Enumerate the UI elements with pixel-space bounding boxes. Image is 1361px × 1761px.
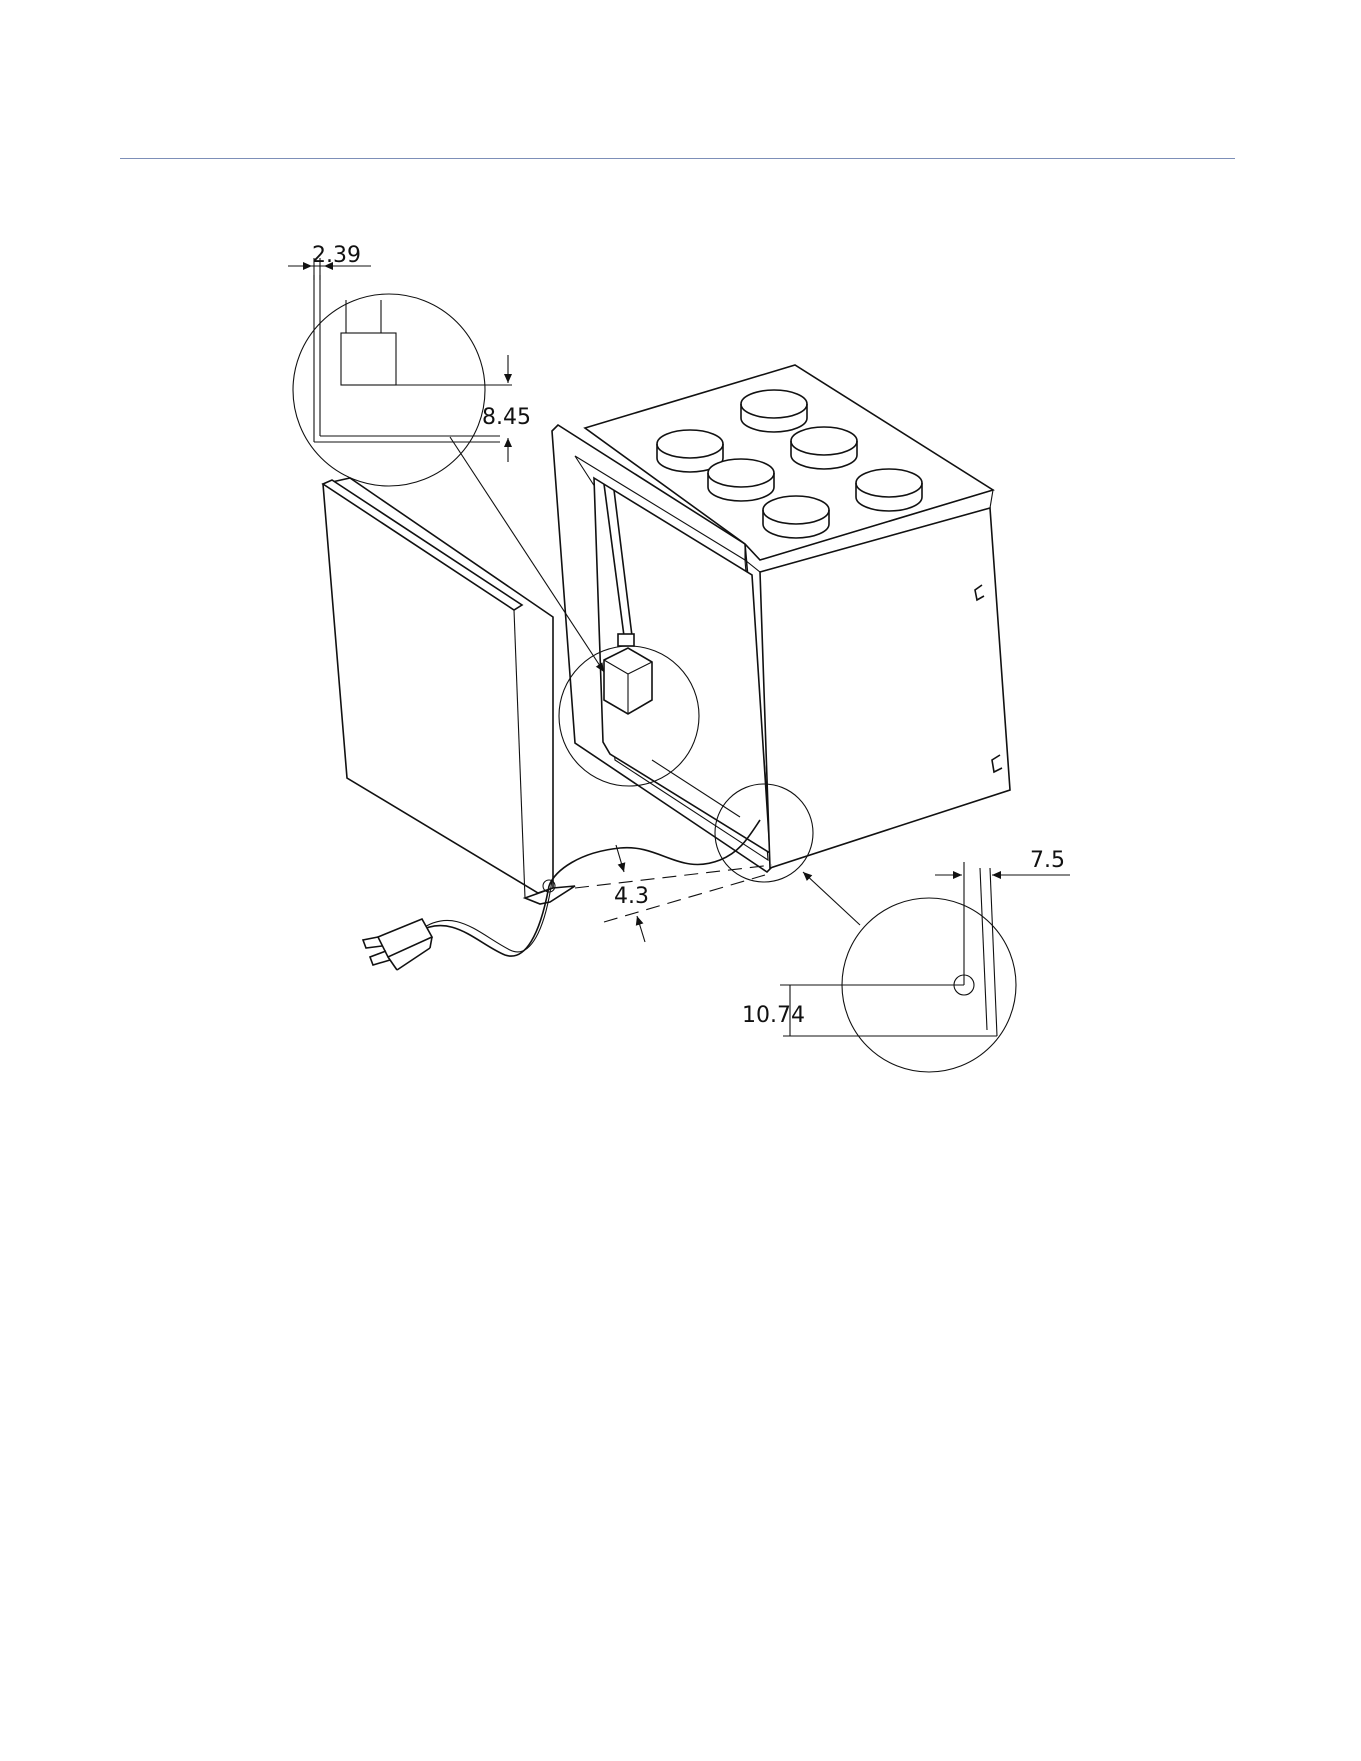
door-panel: [323, 478, 575, 904]
detail-leader-corner: [803, 872, 860, 925]
dim-label-hole-offset-x: 7.5: [1030, 848, 1065, 873]
dim-label-cord-offset: 4.3: [614, 884, 649, 909]
dim-label-bracket-height: 8.45: [482, 405, 531, 430]
dim-label-bracket-width: 2.39: [312, 243, 361, 268]
dim-label-hole-offset-y: 10.74: [742, 1003, 805, 1028]
cabinet-body: [552, 365, 1010, 872]
detail-circle-hole: [780, 862, 1070, 1072]
plug: [363, 919, 432, 970]
